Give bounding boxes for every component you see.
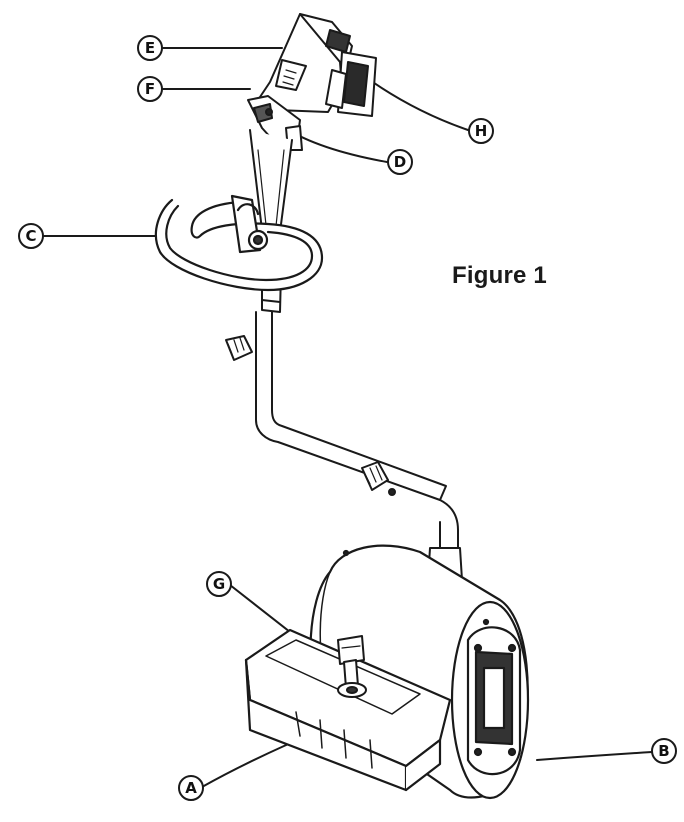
callout-g: G <box>206 571 232 597</box>
callout-c-label: C <box>25 226 37 245</box>
callout-f: F <box>137 76 163 102</box>
callout-a: A <box>178 775 204 801</box>
trigger-area <box>247 95 303 151</box>
callout-c: C <box>18 223 44 249</box>
handle-head <box>257 13 353 113</box>
battery-pack <box>325 51 377 117</box>
lower-shaft <box>225 311 463 581</box>
base-tray <box>244 628 452 792</box>
callout-d-label: D <box>393 152 407 171</box>
callout-a-label: A <box>185 778 197 797</box>
callout-h-label: H <box>474 121 488 140</box>
callout-h: H <box>468 118 494 144</box>
callout-b-label: B <box>658 741 670 760</box>
callout-e-label: E <box>144 38 156 57</box>
assist-handle <box>154 194 324 292</box>
motor-housing <box>309 544 530 800</box>
callout-d: D <box>387 149 413 175</box>
figure-title: Figure 1 <box>452 262 547 289</box>
callout-e: E <box>137 35 163 61</box>
callout-g-label: G <box>212 574 226 593</box>
key <box>337 635 367 698</box>
callout-f-label: F <box>144 79 156 98</box>
callout-b: B <box>651 738 677 764</box>
